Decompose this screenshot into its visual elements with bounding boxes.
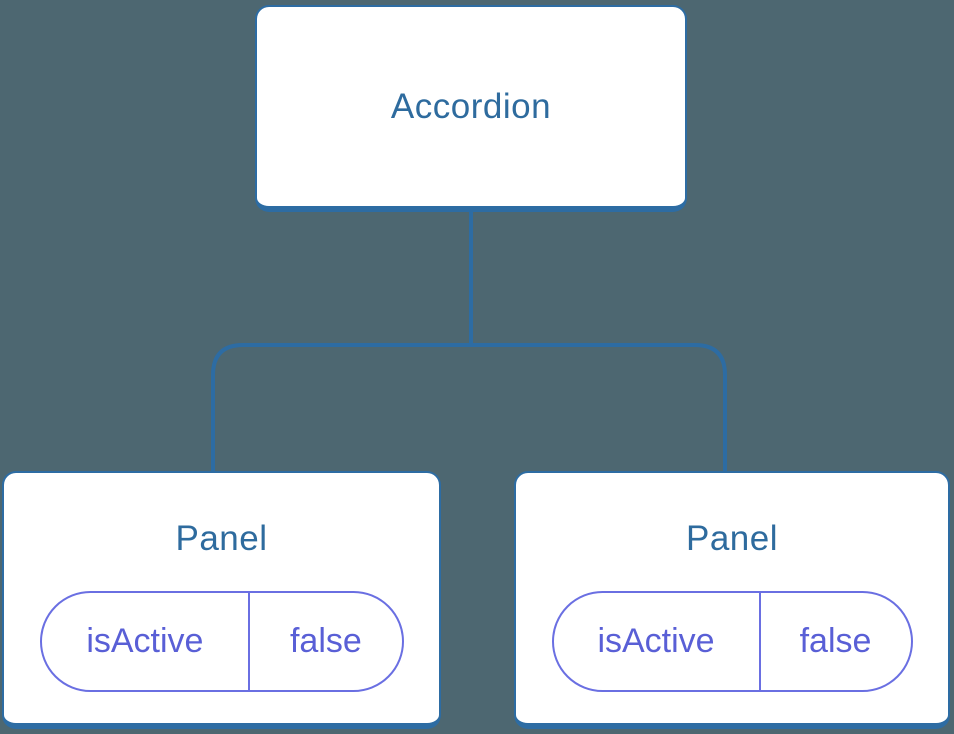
component-node-accordion: Accordion (255, 5, 687, 212)
component-node-panel-2: Panel isActive false (514, 471, 950, 729)
component-name: Panel (685, 519, 779, 558)
state-pill: isActive false (39, 591, 404, 692)
state-value: false (799, 622, 872, 660)
children-bracket-line (211, 343, 727, 475)
component-name: Accordion (390, 86, 552, 126)
component-node-panel-1: Panel isActive false (2, 471, 441, 729)
component-name: Panel (175, 519, 268, 558)
state-pill: isActive false (551, 591, 913, 692)
state-key: isActive (42, 593, 251, 690)
state-value: false (289, 622, 362, 660)
state-key: isActive (554, 593, 761, 690)
